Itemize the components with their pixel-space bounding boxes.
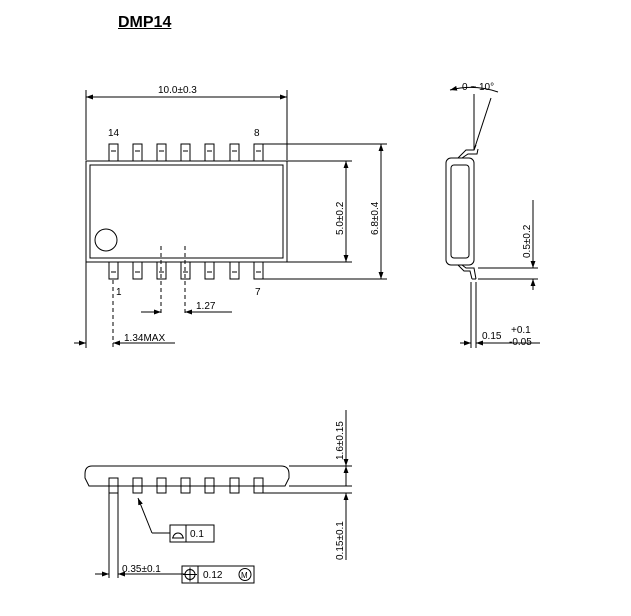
dim-pitch-label: 1.27 bbox=[196, 301, 216, 312]
dim-height-label: 1.6±0.15 bbox=[335, 421, 346, 460]
position-symbol-icon bbox=[183, 567, 197, 582]
position-value: 0.12 bbox=[203, 570, 223, 581]
dim-body-width-label: 5.0±0.2 bbox=[335, 201, 346, 235]
pin-label-8: 8 bbox=[254, 128, 260, 139]
side-view-labels: 0 ~ 10° 0.5±0.2 0.15 +0.1 -0.05 bbox=[462, 82, 533, 348]
front-leads bbox=[108, 477, 264, 494]
side-view bbox=[445, 85, 540, 348]
pin-label-7: 7 bbox=[255, 287, 261, 298]
package-body-front bbox=[84, 465, 290, 487]
top-leads bbox=[108, 143, 264, 162]
pin1-marker bbox=[94, 228, 118, 252]
package-body-top bbox=[85, 160, 288, 263]
pin-label-14: 14 bbox=[108, 128, 120, 139]
front-view bbox=[84, 410, 352, 578]
top-view bbox=[74, 90, 387, 348]
dim-length-label: 10.0±0.3 bbox=[158, 85, 197, 96]
max-material-label: M bbox=[241, 571, 248, 580]
dim-lead-thickness-label: 0.15 bbox=[482, 331, 502, 342]
max-material-icon bbox=[238, 568, 252, 581]
dim-total-width-label: 6.8±0.4 bbox=[370, 201, 381, 235]
dim-end-max-label: 1.34MAX bbox=[124, 333, 165, 344]
package-body-side bbox=[445, 157, 475, 266]
dim-lead-thickness-minus: -0.05 bbox=[509, 337, 532, 348]
bottom-leads bbox=[108, 261, 264, 280]
dim-lead-thickness-plus: +0.1 bbox=[511, 325, 531, 336]
dim-foot-label: 0.5±0.2 bbox=[522, 224, 533, 258]
dim-lead-width-label: 0.35±0.1 bbox=[122, 564, 161, 575]
top-view-labels: 14 8 1 7 10.0±0.3 5.0±0.2 6.8±0.4 1.27 1… bbox=[108, 85, 381, 344]
dim-standoff-label: 0.15±0.1 bbox=[335, 521, 346, 560]
flatness-frame bbox=[169, 524, 215, 543]
pin-label-1: 1 bbox=[116, 287, 122, 298]
flatness-symbol-icon bbox=[172, 532, 184, 539]
dim-angle-label: 0 ~ 10° bbox=[462, 82, 494, 93]
position-frame bbox=[181, 565, 255, 584]
front-view-labels: 1.6±0.15 0.15±0.1 0.35±0.1 0.1 0.12 M bbox=[122, 421, 346, 581]
flatness-value: 0.1 bbox=[190, 529, 204, 540]
drawing-title: DMP14 bbox=[118, 14, 172, 31]
